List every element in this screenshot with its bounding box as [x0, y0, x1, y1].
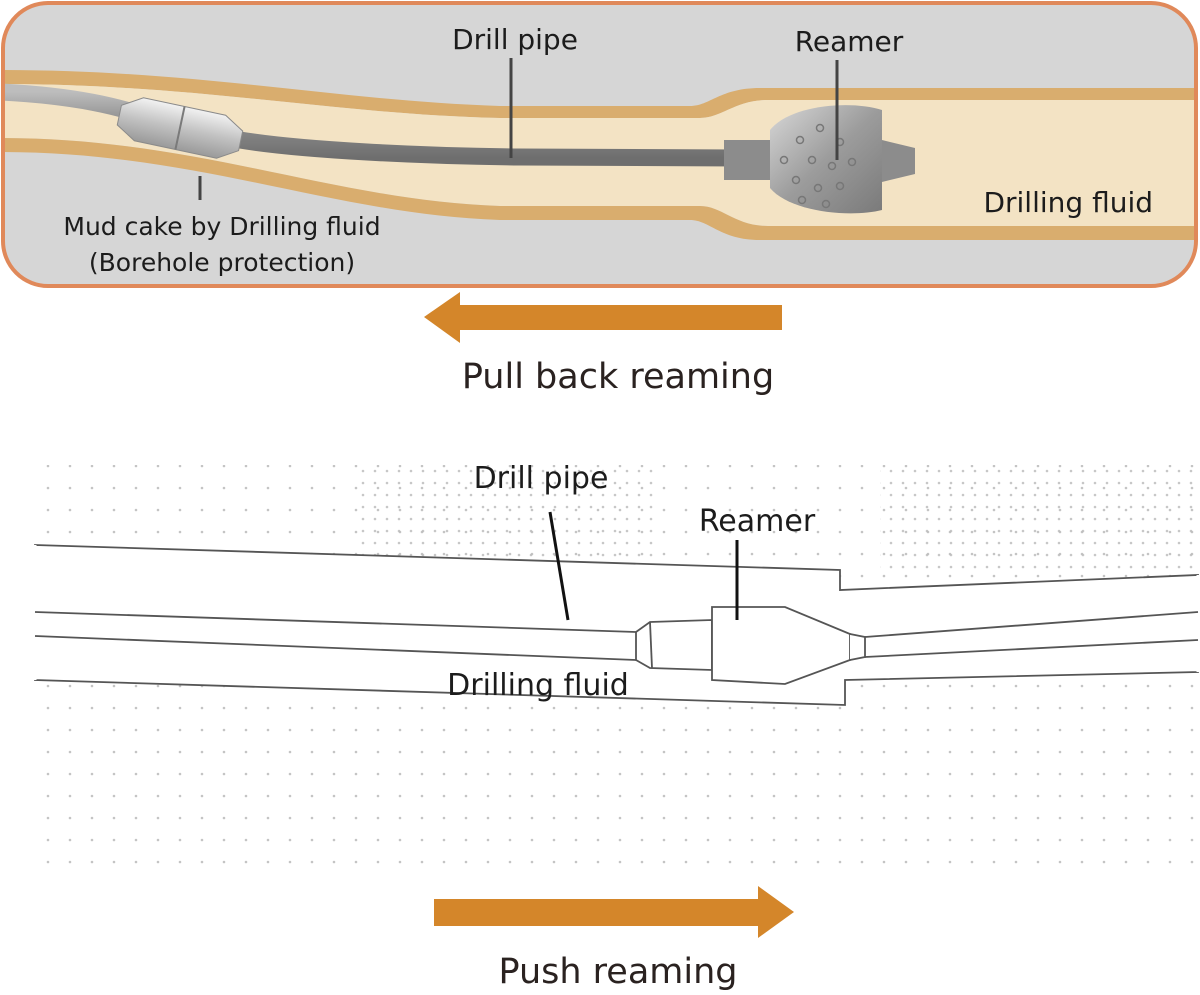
- bottom-reamer: [635, 606, 866, 685]
- top-panel: Drill pipe Reamer Drilling fluid Mud cak…: [1, 1, 1198, 288]
- top-drilling-fluid-label: Drilling fluid: [983, 186, 1153, 219]
- pipe-joint: [116, 97, 244, 159]
- push-arrow: [434, 886, 794, 938]
- pull-back-arrow: [424, 292, 782, 343]
- top-reamer: [724, 105, 915, 214]
- reamer-cutters: [779, 123, 857, 209]
- bottom-drill-pipe-label: Drill pipe: [474, 461, 609, 496]
- bottom-drilling-fluid-label: Drilling fluid: [447, 668, 629, 703]
- borehole-lower-mud-cake: [3, 138, 1196, 240]
- bottom-panel: Drill pipe Reamer Drilling fluid: [33, 461, 1200, 875]
- top-reamer-label: Reamer: [795, 25, 904, 58]
- mud-cake-label-line2: (Borehole protection): [89, 248, 355, 277]
- soil-texture-dense-right: [880, 462, 1198, 572]
- push-caption: Push reaming: [498, 952, 737, 992]
- mud-cake-label-line1: Mud cake by Drilling fluid: [63, 212, 380, 241]
- pull-back-caption: Pull back reaming: [462, 357, 774, 397]
- top-drill-pipe: [3, 83, 741, 167]
- soil-texture-dense: [360, 462, 660, 572]
- bottom-drill-pipe-leader: [548, 511, 570, 621]
- top-panel-border: [1, 1, 1198, 288]
- bottom-drill-pipe: [34, 611, 1199, 661]
- bottom-reamer-label: Reamer: [699, 504, 816, 539]
- borehole-upper-mud-cake: [3, 70, 1196, 118]
- top-drill-pipe-label: Drill pipe: [452, 23, 578, 56]
